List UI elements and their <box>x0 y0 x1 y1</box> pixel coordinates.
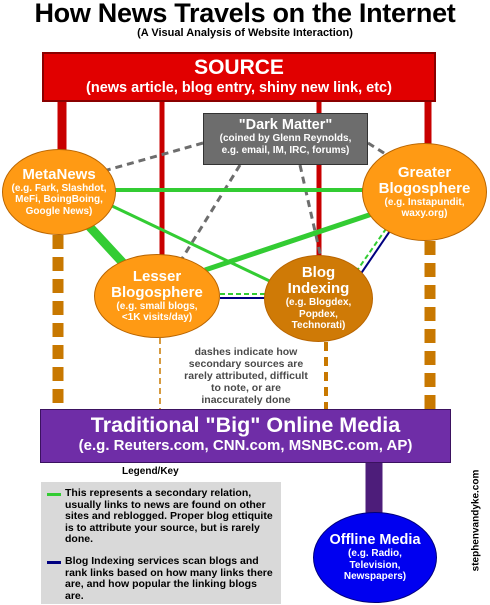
link-dm-indexing <box>298 164 324 263</box>
traditional-media-box: Traditional "Big" Online Media (e.g. Reu… <box>40 409 451 463</box>
lesser-blogosphere-bubble: Lesser Blogosphere (e.g. small blogs, <1… <box>94 254 220 338</box>
media-title: Traditional "Big" Online Media <box>90 413 401 437</box>
credit: stephenvandyke.com <box>466 455 486 595</box>
source-subtitle: (news article, blog entry, shiny new lin… <box>86 80 392 96</box>
green-line-swatch <box>47 493 61 496</box>
blog-indexing-bubble: Blog Indexing (e.g. Blogdex, Popdex, Tec… <box>264 255 373 342</box>
page-title: How News Travels on the Internet <box>34 0 456 28</box>
source-box: SOURCE (news article, blog entry, shiny … <box>42 52 436 102</box>
legend-item-indexing: Blog Indexing services scan blogs and ra… <box>47 555 273 602</box>
greater-line-1: (e.g. Instapundit, <box>384 196 465 208</box>
link-metanews-indexing <box>109 203 279 287</box>
offline-line-2: Television, <box>349 559 401 571</box>
dark-matter-title: "Dark Matter" <box>238 117 333 133</box>
greater-title-line-2: Blogosphere <box>378 179 471 197</box>
indexing-title-line-1: Blog <box>301 264 336 282</box>
legend-title: Legend/Key <box>122 466 179 477</box>
offline-line-1: (e.g. Radio, <box>348 548 402 560</box>
legend-item-secondary: This represents a secondary relation, us… <box>47 487 273 546</box>
greater-title-line-1: Greater <box>397 163 452 181</box>
offline-title: Offline Media <box>329 532 421 549</box>
dashes-note: dashes indicate how secondary sources ar… <box>184 346 308 406</box>
dark-matter-line-1: (coined by Glenn Reynolds, <box>219 133 352 144</box>
lesser-title-line-2: Blogosphere <box>111 283 203 301</box>
lesser-line-1: (e.g. small blogs, <box>116 300 198 312</box>
dark-matter-box: "Dark Matter" (coined by Glenn Reynolds,… <box>203 113 368 165</box>
metanews-bubble: MetaNews (e.g. Fark, Slashdot, MeFi, Boi… <box>2 149 116 235</box>
metanews-title: MetaNews <box>22 165 96 183</box>
offline-media-bubble: Offline Media (e.g. Radio, Television, N… <box>313 512 437 603</box>
indexing-line-1: (e.g. Blogdex, <box>285 297 352 309</box>
greater-line-2: waxy.org) <box>401 208 448 219</box>
source-title: SOURCE <box>194 56 284 79</box>
page-subtitle: (A Visual Analysis of Website Interactio… <box>137 27 353 39</box>
media-subtitle: (e.g. Reuters.com, CNN.com, MSNBC.com, A… <box>78 437 413 454</box>
dark-matter-line-2: e.g. email, IM, IRC, forums) <box>221 145 350 156</box>
link-dm-lesser <box>178 164 242 263</box>
dark-matter-description: (coined by Glenn Reynolds, e.g. email, I… <box>204 133 367 157</box>
metanews-line-2: MeFi, BoingBoing, <box>15 194 103 206</box>
lesser-line-2: <1K visits/day) <box>121 312 193 323</box>
offline-line-3: Newspapers) <box>343 571 407 583</box>
lesser-title-line-1: Lesser <box>132 267 182 285</box>
indexing-line-3: Technorati) <box>291 320 346 332</box>
metanews-line-1: (e.g. Fark, Slashdot, <box>11 182 107 194</box>
link-indexing-greater-green <box>355 225 389 273</box>
legend-secondary-text: This represents a secondary relation, us… <box>65 487 273 545</box>
indexing-line-2: Popdex, <box>299 308 338 320</box>
legend-indexing-text: Blog Indexing services scan blogs and ra… <box>65 555 273 602</box>
link-dm-metanews <box>99 141 204 174</box>
credit-text: stephenvandyke.com <box>470 469 482 572</box>
link-lesser-greater <box>204 209 379 273</box>
legend-box: This represents a secondary relation, us… <box>41 482 281 604</box>
greater-blogosphere-bubble: Greater Blogosphere (e.g. Instapundit, w… <box>362 143 487 241</box>
indexing-title-line-2: Indexing <box>287 280 350 298</box>
metanews-line-3: Google News) <box>25 205 93 217</box>
link-indexing-greater-blue <box>359 227 393 276</box>
blue-line-swatch <box>47 561 61 564</box>
